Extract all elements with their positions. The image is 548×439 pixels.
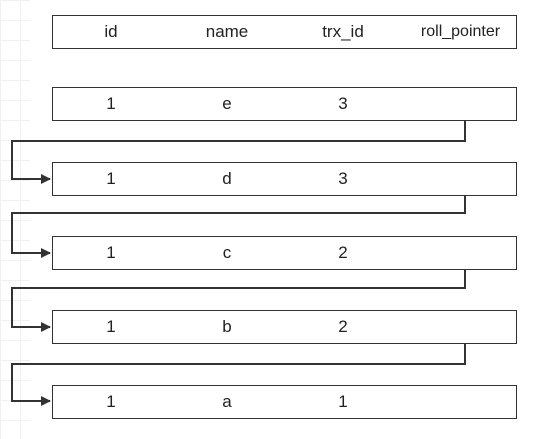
- header-row: id name trx_id roll_pointer: [52, 15, 517, 49]
- header-name: name: [205, 22, 249, 41]
- row-name: d: [222, 169, 232, 188]
- row-name: b: [222, 317, 232, 336]
- version-row-e: 1 e 3: [52, 87, 517, 121]
- background-grid: [0, 0, 30, 439]
- row-name: c: [222, 243, 232, 262]
- version-row-b: 1 b 2: [52, 310, 517, 344]
- row-trx-id: 3: [338, 94, 348, 113]
- row-id: 1: [106, 243, 116, 262]
- header-trx-id: trx_id: [322, 22, 364, 41]
- row-id: 1: [106, 317, 116, 336]
- row-id: 1: [106, 94, 116, 113]
- row-trx-id: 1: [338, 392, 348, 411]
- version-row-c: 1 c 2: [52, 236, 517, 270]
- version-row-d: 1 d 3: [52, 162, 517, 196]
- version-row-a: 1 a 1: [52, 385, 517, 419]
- row-trx-id: 2: [338, 243, 348, 262]
- header-roll-pointer: roll_pointer: [420, 23, 501, 40]
- row-id: 1: [106, 392, 116, 411]
- header-id: id: [104, 22, 118, 41]
- row-id: 1: [106, 169, 116, 188]
- row-trx-id: 2: [338, 317, 348, 336]
- row-name: e: [222, 94, 232, 113]
- row-trx-id: 3: [338, 169, 348, 188]
- row-name: a: [222, 392, 232, 411]
